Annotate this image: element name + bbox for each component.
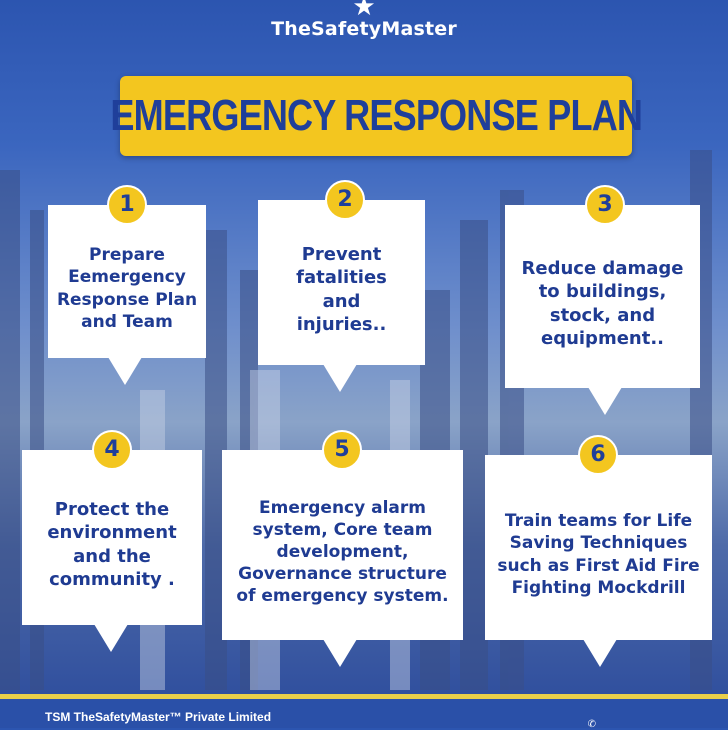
star-logo-icon: ★	[352, 0, 376, 22]
step-text: Protect the environment and the communit…	[47, 498, 177, 590]
callout-tail	[583, 639, 617, 667]
page-title: EMERGENCY RESPONSE PLAN	[110, 91, 643, 140]
step-card-5: 5 Emergency alarm system, Core team deve…	[222, 430, 463, 667]
step-card-2: 2 Prevent fatalities and injuries..	[258, 180, 425, 392]
step-number: 2	[325, 180, 365, 220]
step-card-1: 1 Prepare Eemergency Response Plan and T…	[48, 185, 206, 385]
footer-divider	[0, 694, 728, 699]
callout-tail	[108, 357, 142, 385]
step-card-6: 6 Train teams for Life Saving Techniques…	[485, 435, 712, 667]
company-name: TSM TheSafetyMaster™ Private Limited	[45, 710, 272, 724]
step-number: 1	[107, 185, 147, 225]
step-number: 4	[92, 430, 132, 470]
step-card-3: 3 Reduce damage to buildings, stock, and…	[505, 185, 700, 415]
brand-logo: ★ TheSafetyMaster	[0, 0, 728, 40]
callout-tail	[323, 639, 357, 667]
step-number: 5	[322, 430, 362, 470]
step-text: Prepare Eemergency Response Plan and Tea…	[56, 245, 198, 332]
callout-tail	[323, 364, 357, 392]
brand-name: TheSafetyMaster	[271, 18, 457, 40]
step-text: Train teams for Life Saving Techniques s…	[497, 511, 700, 598]
footer: TSM TheSafetyMaster™ Private Limited	[0, 699, 728, 728]
step-text: Prevent fatalities and injuries..	[296, 243, 387, 335]
step-number: 3	[585, 185, 625, 225]
callout-tail	[94, 624, 128, 652]
step-text: Emergency alarm system, Core team develo…	[236, 497, 449, 607]
callout-tail	[588, 387, 622, 415]
title-banner: EMERGENCY RESPONSE PLAN	[110, 76, 643, 156]
step-text: Reduce damage to buildings, stock, and e…	[521, 257, 684, 349]
step-card-4: 4 Protect the environment and the commun…	[22, 430, 202, 652]
phone-icon: ✆	[587, 719, 596, 730]
step-number: 6	[578, 435, 618, 475]
